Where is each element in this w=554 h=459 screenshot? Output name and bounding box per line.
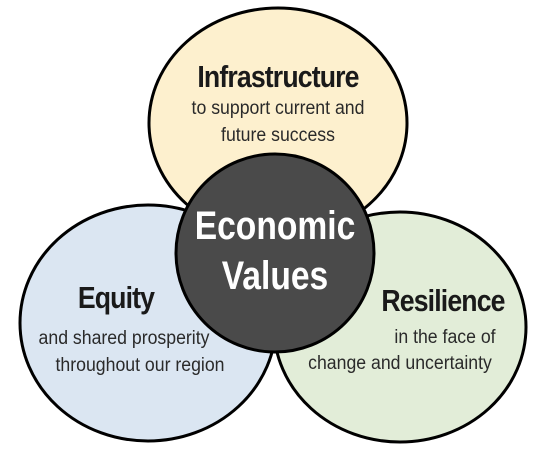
resilience-subtitle-line-1: in the face of bbox=[394, 327, 496, 348]
resilience-subtitle-line-2: change and uncertainty bbox=[308, 353, 492, 374]
infrastructure-subtitle-line-1: to support current and bbox=[191, 98, 365, 119]
resilience-title: Resilience bbox=[381, 283, 505, 318]
economic-values-circle bbox=[174, 152, 376, 354]
equity-subtitle-line-1: and shared prosperity bbox=[38, 328, 210, 349]
center-title-line-1: Economic bbox=[194, 204, 356, 248]
equity-title: Equity bbox=[77, 280, 155, 315]
equity-subtitle-line-2: throughout our region bbox=[55, 355, 225, 376]
infrastructure-title: Infrastructure bbox=[197, 59, 359, 94]
center-title-line-2: Values bbox=[221, 254, 329, 298]
infrastructure-subtitle-line-2: future success bbox=[221, 125, 335, 146]
